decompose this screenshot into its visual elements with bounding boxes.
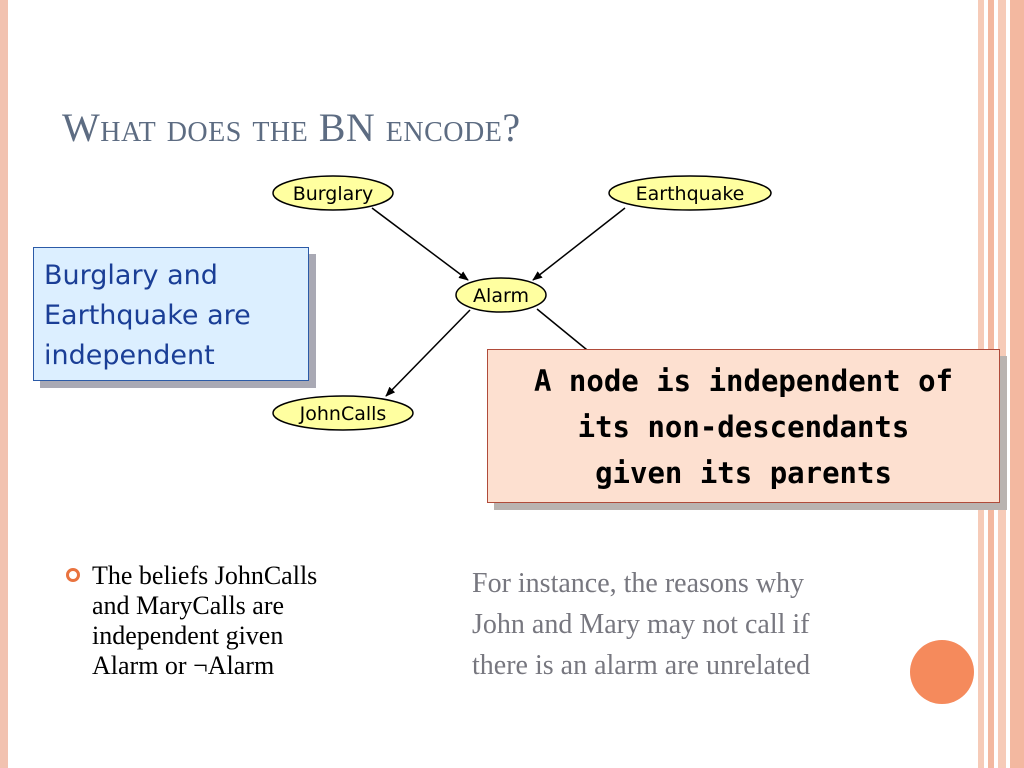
node-johncalls-label: JohnCalls <box>299 403 387 425</box>
slide-title: What does the BN encode? <box>62 105 521 150</box>
bullet-line: and MaryCalls are <box>92 591 285 620</box>
node-burglary <box>272 175 394 211</box>
node-earthquake <box>608 175 772 211</box>
node-alarm-label: Alarm <box>473 285 529 307</box>
note-line: there is an alarm are unrelated <box>472 650 811 681</box>
bullet-line: The beliefs JohnCalls <box>92 561 318 590</box>
callout-line: Burglary and <box>44 260 218 291</box>
node-burglary-label: Burglary <box>293 183 374 205</box>
callout-line: its non-descendants <box>577 410 910 444</box>
stripe <box>1010 0 1024 768</box>
edge-earthquake-alarm <box>532 207 626 281</box>
callout-line: given its parents <box>595 456 892 490</box>
bullet-line: Alarm or ¬Alarm <box>92 651 275 680</box>
note-line: John and Mary may not call if <box>472 609 810 640</box>
independence-callout: Burglary and Earthquake are independent <box>33 247 309 381</box>
bullet-circle-icon <box>66 568 80 582</box>
note-line: For instance, the reasons why <box>472 568 805 599</box>
callout-line: independent <box>44 340 215 371</box>
slide-left-border <box>0 0 8 768</box>
bullet-line: independent given <box>92 621 284 650</box>
decorative-orange-circle <box>910 640 974 704</box>
bullet-text: The beliefs JohnCalls and MaryCalls are … <box>92 561 416 681</box>
bullet-point: The beliefs JohnCalls and MaryCalls are … <box>66 561 416 681</box>
edge-burglary-alarm <box>371 207 469 281</box>
node-earthquake-label: Earthquake <box>636 183 745 205</box>
edge-alarm-marycalls <box>536 308 593 355</box>
markov-property-callout: A node is independent of its non-descend… <box>487 349 1000 503</box>
node-alarm <box>455 277 547 313</box>
callout-line: A node is independent of <box>533 364 954 398</box>
stripe <box>998 0 1006 768</box>
node-johncalls <box>272 395 414 431</box>
explanation-note: For instance, the reasons why John and M… <box>472 563 992 686</box>
callout-line: Earthquake are <box>44 300 251 331</box>
edge-alarm-johncalls <box>385 309 471 397</box>
